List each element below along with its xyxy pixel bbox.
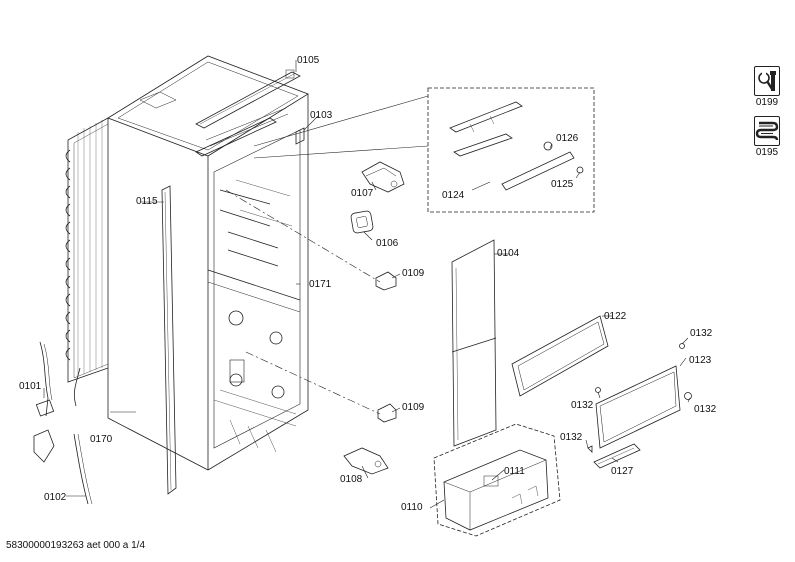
label-0127: 0127 [611,466,634,477]
heating-element-icon [754,116,780,146]
legend-heating-code: 0195 [755,147,779,158]
label-0107: 0107 [351,188,374,199]
label-0109-lower: 0109 [402,402,425,413]
power-cord [35,341,81,417]
door-seal-strip [161,185,177,495]
label-0132-d: 0132 [560,432,583,443]
label-0101: 0101 [19,381,42,392]
door-panel [451,239,497,447]
label-0132-b: 0132 [571,400,594,411]
label-0105: 0105 [297,55,320,66]
legend-heating: 0195 [747,116,787,158]
upper-hinge [361,161,405,193]
label-0110: 0110 [401,502,423,513]
gasket-frame [511,315,609,397]
top-rail-part [195,69,301,129]
label-0102: 0102 [44,492,67,503]
label-0122: 0122 [604,311,627,322]
drain-tube [33,429,93,505]
alignment-lines [225,189,381,415]
label-0170: 0170 [90,434,113,445]
detail-inset [253,87,595,213]
drawer-front [595,343,692,449]
label-0123: 0123 [689,355,712,366]
label-0132-a: 0132 [690,328,713,339]
control-unit [433,423,561,537]
label-0106: 0106 [376,238,399,249]
tools-icon [754,66,780,96]
label-0104: 0104 [497,248,520,259]
label-0125: 0125 [551,179,574,190]
condenser-coil [65,117,109,383]
hinge-cover [350,210,374,234]
label-0124: 0124 [442,190,465,201]
bracket-part [295,127,305,145]
lower-hinge [343,447,389,475]
cabinet-housing [107,55,309,471]
label-0171: 0171 [309,279,332,290]
label-0109-upper: 0109 [402,268,425,279]
label-0132-c: 0132 [694,404,717,415]
document-footer: 58300000193263 aet 000 a 1/4 [6,540,146,551]
hinge-pin-upper [375,271,397,291]
leader-lines [43,60,691,509]
label-0115: 0115 [136,196,158,207]
hinge-pin-lower [377,403,397,423]
drawer-handle [587,443,641,469]
label-0111: 0111 [504,466,525,477]
legend-tools-code: 0199 [755,97,779,108]
legend-tools: 0199 [747,66,787,108]
label-0108: 0108 [340,474,363,485]
label-0126: 0126 [556,133,579,144]
label-0103: 0103 [310,110,333,121]
